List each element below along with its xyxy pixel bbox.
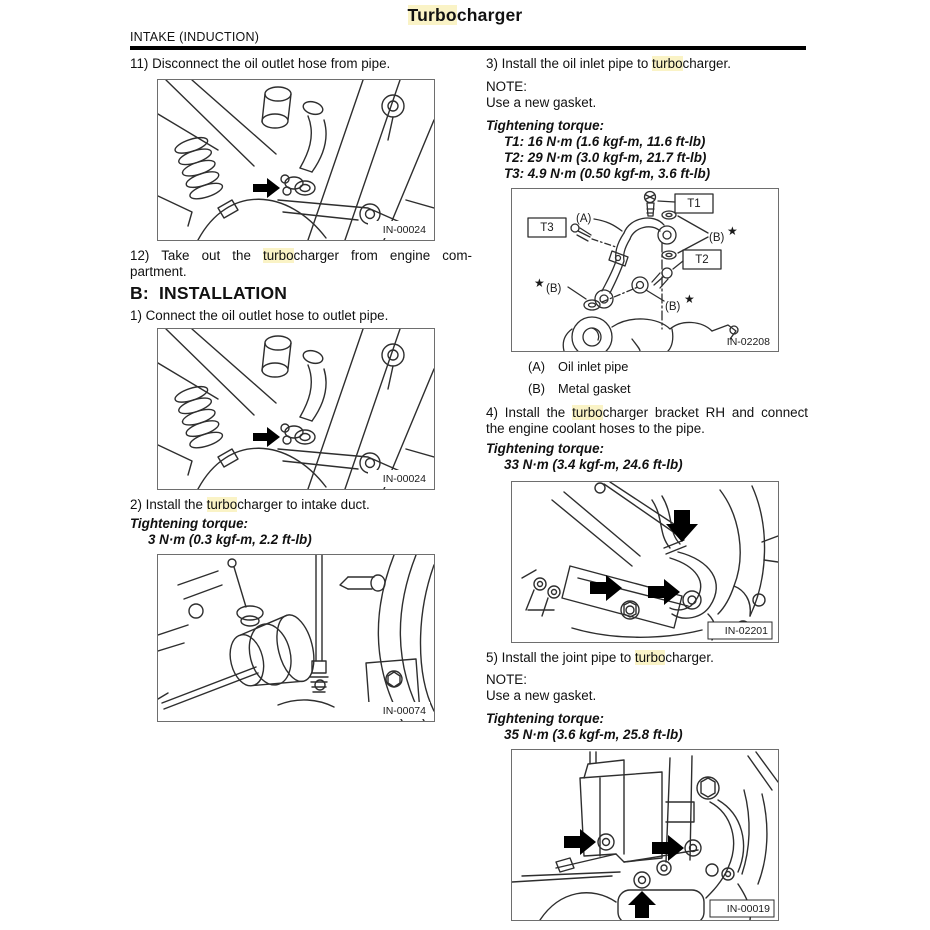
figure-in-00024-b: IN-00024 <box>157 328 435 490</box>
note-label: NOTE: <box>486 79 527 94</box>
step-5-pre: 5) Install the joint pipe to <box>486 650 635 665</box>
torque-label: Tightening torque: <box>130 516 249 531</box>
callout-arrow <box>564 829 596 855</box>
torque-spec-5: Tightening torque: 35 N·m (3.6 kgf-m, 25… <box>486 711 808 743</box>
callout-t3-label: T3 <box>540 222 553 234</box>
figure-in-02201: IN-02201 <box>511 481 779 643</box>
step-5-text: 5) Install the joint pipe to turbocharge… <box>486 650 808 666</box>
page-title-rest: charger <box>456 5 523 25</box>
socket-tool-illustration: IN-00074 <box>158 555 434 721</box>
star-icon: ★ <box>684 292 695 306</box>
step-2-text: 2) Install the turbocharger to intake du… <box>130 497 472 513</box>
joint-pipe-illustration: IN-00019 <box>512 751 778 920</box>
section-header: INTAKE (INDUCTION) <box>130 30 260 44</box>
callout-arrow <box>648 579 680 605</box>
parts-legend: (A) Oil inlet pipe (B) Metal gasket <box>486 359 808 397</box>
star-icon: ★ <box>534 276 545 290</box>
figure-in-02208: T1 T3 T2 (A) (B) ★ ★ (B) (B) ★ IN-02208 <box>511 188 779 352</box>
note-text: Use a new gasket. <box>486 95 597 110</box>
legend-key: (A) <box>528 359 546 374</box>
callout-a-label: (A) <box>576 213 592 225</box>
header-rule <box>130 46 806 50</box>
left-column: 11) Disconnect the oil outlet hose from … <box>130 56 472 729</box>
callout-arrow <box>628 891 656 918</box>
search-highlight: Turbo <box>407 5 457 25</box>
step-12-line2: partment. <box>130 264 187 279</box>
star-icon: ★ <box>727 224 738 238</box>
torque-value-t1: T1: 16 N·m (1.6 kgf-m, 11.6 ft-lb) <box>504 134 706 149</box>
callout-arrow <box>590 575 622 601</box>
torque-value: 3 N·m (0.3 kgf-m, 2.2 ft-lb) <box>148 532 312 547</box>
callout-t2-label: T2 <box>695 254 708 266</box>
legend-row-b: (B) Metal gasket <box>528 381 808 397</box>
engine-bay-illustration: IN-00024 <box>158 80 434 240</box>
search-highlight: turbo <box>206 497 238 512</box>
note-block-5: NOTE: Use a new gasket. <box>486 672 808 704</box>
step-12-pre: 12) Take out the <box>130 248 264 263</box>
callout-t1-label: T1 <box>687 198 700 210</box>
callout-b-label: (B) <box>546 283 562 295</box>
torque-value: 33 N·m (3.4 kgf-m, 24.6 ft-lb) <box>504 457 683 472</box>
step-1-text: 1) Connect the oil outlet hose to outlet… <box>130 308 389 323</box>
installation-heading: B: INSTALLATION <box>130 283 288 303</box>
step-2-pre: 2) Install the <box>130 497 207 512</box>
callout-arrow <box>666 510 698 542</box>
oil-inlet-pipe-diagram: T1 T3 T2 (A) (B) ★ ★ (B) (B) ★ IN-02208 <box>527 190 770 351</box>
torque-value-t3: T3: 4.9 N·m (0.50 kgf-m, 3.6 ft-lb) <box>504 166 711 181</box>
step-12-text: 12) Take out the turbocharger from engin… <box>130 248 472 280</box>
step-3-post: charger. <box>682 56 731 71</box>
torque-spec-3: Tightening torque: T1: 16 N·m (1.6 kgf-m… <box>486 118 808 182</box>
callout-b-label: (B) <box>665 301 681 313</box>
torque-label: Tightening torque: <box>486 441 605 456</box>
legend-row-a: (A) Oil inlet pipe <box>528 359 808 375</box>
figure-in-00024-a: IN-00024 <box>157 79 435 241</box>
legend-desc: Metal gasket <box>558 381 631 396</box>
step-4-text: 4) Install the turbocharger bracket RH a… <box>486 405 808 437</box>
step-3-text: 3) Install the oil inlet pipe to turboch… <box>486 56 808 72</box>
note-text: Use a new gasket. <box>486 688 597 703</box>
torque-spec-2: Tightening torque: 3 N·m (0.3 kgf-m, 2.2… <box>130 516 472 548</box>
right-column: 3) Install the oil inlet pipe to turboch… <box>486 56 808 928</box>
figure-code-label: IN-02201 <box>725 625 768 637</box>
callout-arrow <box>253 178 280 198</box>
step-4-post: charger bracket RH and connect <box>602 405 808 420</box>
figure-code-label: IN-00074 <box>383 705 426 717</box>
figure-in-00019: IN-00019 <box>511 749 779 921</box>
callout-arrow <box>652 835 684 861</box>
note-label: NOTE: <box>486 672 527 687</box>
torque-label: Tightening torque: <box>486 118 605 133</box>
bracket-install-illustration: IN-02201 <box>521 482 778 641</box>
engine-bay-illustration: IN-00024 <box>158 329 434 489</box>
figure-code-label: IN-02208 <box>727 336 770 348</box>
step-3-pre: 3) Install the oil inlet pipe to <box>486 56 652 71</box>
search-highlight: turbo <box>263 248 294 263</box>
figure-code-label: IN-00024 <box>383 473 426 485</box>
callout-b-label: (B) <box>709 232 725 244</box>
step-5-post: charger. <box>665 650 714 665</box>
search-highlight: turbo <box>652 56 683 71</box>
torque-value-t2: T2: 29 N·m (3.0 kgf-m, 21.7 ft-lb) <box>504 150 707 165</box>
figure-in-00074: IN-00074 <box>157 554 435 722</box>
page-title: Turbocharger <box>0 5 930 26</box>
figure-code-label: IN-00024 <box>383 224 426 236</box>
legend-desc: Oil inlet pipe <box>558 359 629 374</box>
torque-spec-4: Tightening torque: 33 N·m (3.4 kgf-m, 24… <box>486 441 808 473</box>
step-4-line2: the engine coolant hoses to the pipe. <box>486 421 705 436</box>
callout-arrow <box>253 427 280 447</box>
step-4-pre: 4) Install the <box>486 405 573 420</box>
legend-key: (B) <box>528 381 546 396</box>
step-12-post: charger from engine com- <box>293 248 472 263</box>
figure-code-label: IN-00019 <box>727 903 770 915</box>
torque-value: 35 N·m (3.6 kgf-m, 25.8 ft-lb) <box>504 727 683 742</box>
step-11-text: 11) Disconnect the oil outlet hose from … <box>130 56 391 71</box>
step-2-post: charger to intake duct. <box>237 497 370 512</box>
search-highlight: turbo <box>572 405 603 420</box>
torque-label: Tightening torque: <box>486 711 605 726</box>
search-highlight: turbo <box>634 650 666 665</box>
note-block-3: NOTE: Use a new gasket. <box>486 79 808 111</box>
